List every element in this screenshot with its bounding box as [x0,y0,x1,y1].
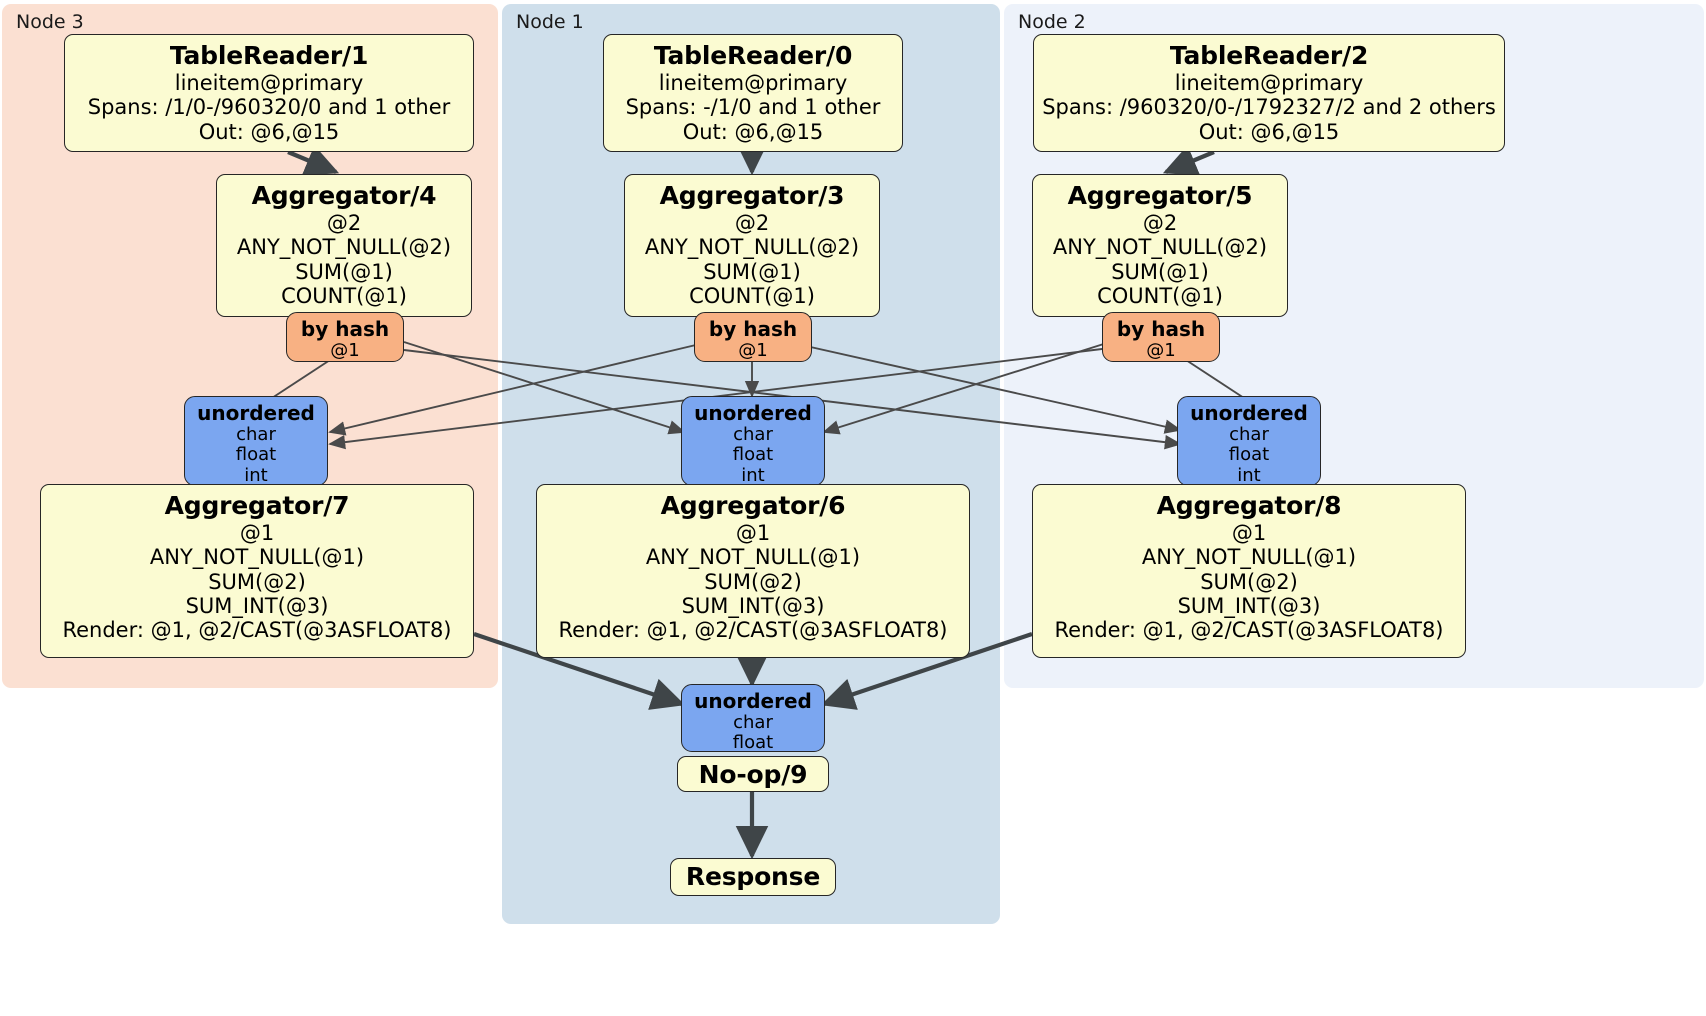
processor-line: Render: @1, @2/CAST(@3ASFLOAT8) [1054,618,1444,643]
router-line: float [732,444,774,466]
router-unordered-final[interactable]: unordered char float [681,684,825,754]
router-line: int [1237,464,1261,486]
node-panel-label-node2: Node 2 [1018,11,1086,33]
processor-line: Spans: /1/0-/960320/0 and 1 other [87,95,451,120]
processor-line: ANY_NOT_NULL(@2) [236,235,452,260]
processor-line: lineitem@primary [174,71,364,95]
processor-line: SUM_INT(@3) [681,594,825,619]
router-unordered-node1[interactable]: unordered char float int [681,396,825,486]
processor-line: Render: @1, @2/CAST(@3ASFLOAT8) [62,618,452,643]
processor-line: ANY_NOT_NULL(@2) [644,235,860,260]
processor-aggregator-6[interactable]: Aggregator/6 @1 ANY_NOT_NULL(@1) SUM(@2)… [536,484,970,658]
processor-line: Spans: /960320/0-/1792327/2 and 2 others [1042,95,1496,120]
processor-line: Out: @6,@15 [682,119,824,144]
processor-aggregator-4[interactable]: Aggregator/4 @2 ANY_NOT_NULL(@2) SUM(@1)… [216,174,472,317]
router-unordered-node3[interactable]: unordered char float int [184,396,328,486]
processor-title: TableReader/2 [1169,41,1369,70]
processor-line: SUM_INT(@3) [185,594,329,619]
router-line: float [732,732,774,754]
router-line: float [235,444,277,466]
processor-title: Aggregator/5 [1067,181,1253,210]
processor-title: TableReader/0 [653,41,853,70]
processor-title: TableReader/1 [169,41,369,70]
processor-line: lineitem@primary [1174,71,1364,95]
router-by-hash-node3[interactable]: by hash @1 [286,312,404,362]
processor-line: @2 [1142,211,1178,235]
processor-aggregator-8[interactable]: Aggregator/8 @1 ANY_NOT_NULL(@1) SUM(@2)… [1032,484,1466,658]
processor-title: Aggregator/7 [164,491,350,520]
processor-line: SUM(@2) [704,569,802,594]
processor-title: No-op/9 [698,760,808,789]
router-line: char [1229,423,1269,445]
processor-line: ANY_NOT_NULL(@1) [149,545,365,570]
processor-line: SUM(@1) [295,259,393,284]
processor-tablereader-0[interactable]: TableReader/0 lineitem@primary Spans: -/… [603,34,903,152]
processor-line: COUNT(@1) [1097,284,1223,309]
processor-line: @1 [1231,521,1267,545]
processor-noop-9[interactable]: No-op/9 [677,756,829,792]
router-line: int [244,464,268,486]
processor-aggregator-3[interactable]: Aggregator/3 @2 ANY_NOT_NULL(@2) SUM(@1)… [624,174,880,317]
processor-line: @1 [735,521,771,545]
processor-line: ANY_NOT_NULL(@1) [645,545,861,570]
processor-line: SUM(@1) [703,259,801,284]
router-line: float [1228,444,1270,466]
router-line: @1 [738,339,768,361]
processor-line: SUM_INT(@3) [1177,594,1321,619]
processor-line: Spans: -/1/0 and 1 other [625,95,881,120]
router-title: by hash [708,317,798,341]
processor-line: COUNT(@1) [281,284,407,309]
processor-title: Aggregator/8 [1156,491,1342,520]
processor-line: ANY_NOT_NULL(@2) [1052,235,1268,260]
processor-line: @2 [326,211,362,235]
router-unordered-node2[interactable]: unordered char float int [1177,396,1321,486]
node-panel-label-node1: Node 1 [516,11,584,33]
router-title: by hash [1116,317,1206,341]
processor-title: Aggregator/6 [660,491,846,520]
processor-tablereader-2[interactable]: TableReader/2 lineitem@primary Spans: /9… [1033,34,1505,152]
processor-title: Aggregator/4 [251,181,437,210]
processor-line: SUM(@2) [208,569,306,594]
processor-line: Out: @6,@15 [198,119,340,144]
processor-aggregator-5[interactable]: Aggregator/5 @2 ANY_NOT_NULL(@2) SUM(@1)… [1032,174,1288,317]
processor-line: lineitem@primary [658,71,848,95]
router-line: char [236,423,276,445]
processor-line: SUM(@1) [1111,259,1209,284]
node-panel-label-node3: Node 3 [16,11,84,33]
router-by-hash-node1[interactable]: by hash @1 [694,312,812,362]
processor-line: Out: @6,@15 [1198,119,1340,144]
processor-response[interactable]: Response [670,858,836,896]
processor-tablereader-1[interactable]: TableReader/1 lineitem@primary Spans: /1… [64,34,474,152]
router-by-hash-node2[interactable]: by hash @1 [1102,312,1220,362]
processor-title: Aggregator/3 [659,181,845,210]
router-title: by hash [300,317,390,341]
router-line: char [733,711,773,733]
router-line: char [733,423,773,445]
processor-line: COUNT(@1) [689,284,815,309]
router-line: int [741,464,765,486]
processor-line: @2 [734,211,770,235]
router-line: @1 [1146,339,1176,361]
processor-line: Render: @1, @2/CAST(@3ASFLOAT8) [558,618,948,643]
processor-title: Response [685,862,821,891]
processor-line: SUM(@2) [1200,569,1298,594]
router-title: unordered [1190,401,1308,425]
processor-line: @1 [239,521,275,545]
router-title: unordered [197,401,315,425]
processor-aggregator-7[interactable]: Aggregator/7 @1 ANY_NOT_NULL(@1) SUM(@2)… [40,484,474,658]
router-line: @1 [330,339,360,361]
router-title: unordered [694,401,812,425]
processor-line: ANY_NOT_NULL(@1) [1141,545,1357,570]
router-title: unordered [694,689,812,713]
